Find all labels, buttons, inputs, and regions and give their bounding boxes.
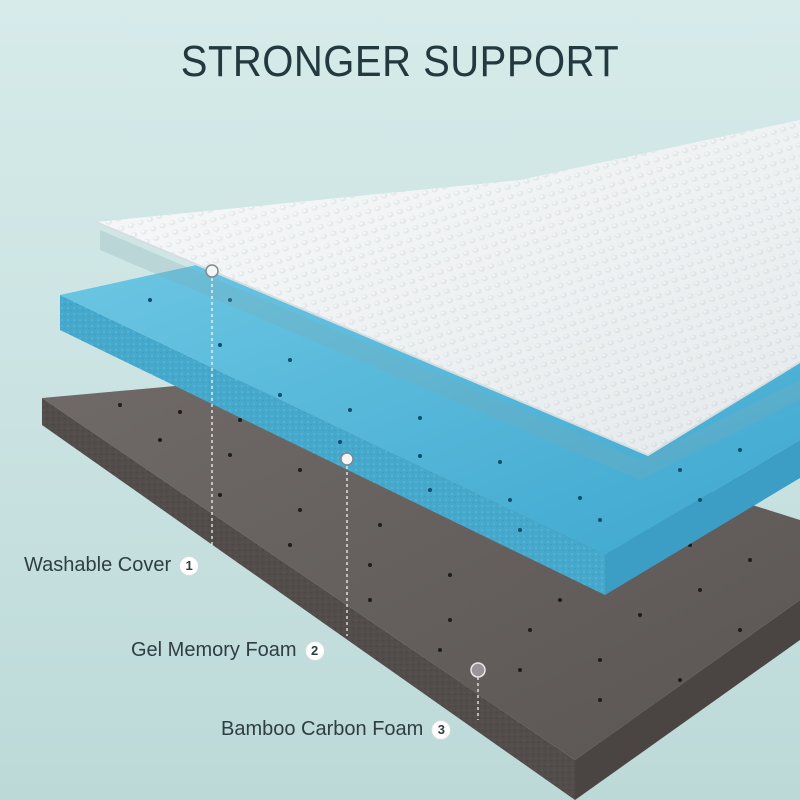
layer-number-badge: 1 xyxy=(179,555,200,576)
layer-number-badge: 3 xyxy=(431,719,452,740)
callout-dot-2 xyxy=(340,452,354,466)
gel-foam-side-front xyxy=(605,440,800,595)
gel-foam-holes xyxy=(148,298,742,532)
cover-edge xyxy=(95,221,800,457)
callout-dot-1 xyxy=(205,264,219,278)
callouts xyxy=(205,264,486,720)
layer-name: Gel Memory Foam xyxy=(131,639,297,661)
layer-number-badge: 2 xyxy=(304,640,325,661)
carbon-foam-side xyxy=(42,398,575,800)
gel-foam-side xyxy=(60,295,605,595)
callout-label-bamboo-carbon-foam: Bamboo Carbon Foam 3 xyxy=(221,718,452,741)
callout-label-gel-memory-foam: Gel Memory Foam 2 xyxy=(131,639,325,662)
page-title: STRONGER SUPPORT xyxy=(180,38,620,86)
callout-dot-3 xyxy=(470,662,486,678)
layer-name: Bamboo Carbon Foam xyxy=(221,718,424,740)
layer-name: Washable Cover xyxy=(24,554,172,576)
cover-shading xyxy=(96,120,800,455)
carbon-foam-holes xyxy=(118,403,752,702)
washable-cover-layer xyxy=(95,120,800,480)
carbon-foam-side-front xyxy=(575,600,800,800)
callout-label-washable-cover: Washable Cover 1 xyxy=(24,554,200,577)
